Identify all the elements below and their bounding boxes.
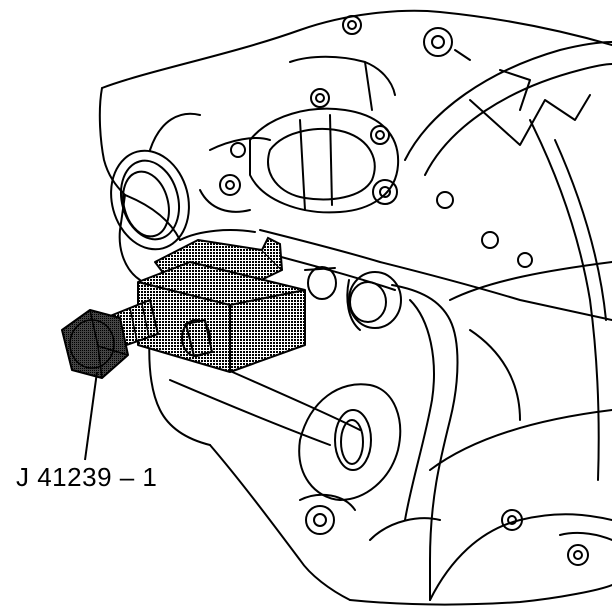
right-flange	[529, 119, 607, 481]
callout-leader-line	[84, 371, 98, 461]
pump-cavity	[199, 55, 400, 214]
tool-main-block	[137, 261, 306, 373]
special-tool	[61, 236, 306, 379]
tool-side-screw	[181, 318, 214, 358]
mounting-ear	[298, 383, 402, 501]
flange-bosses	[219, 15, 533, 268]
side-port-boss	[110, 149, 190, 251]
cylinder-bore	[404, 41, 612, 176]
lower-boss	[299, 493, 441, 541]
threaded-plug	[304, 266, 402, 331]
tool-callout-label: J 41239 – 1	[16, 462, 158, 492]
tool-hex-head	[61, 309, 129, 379]
bottom-bosses	[501, 509, 612, 566]
